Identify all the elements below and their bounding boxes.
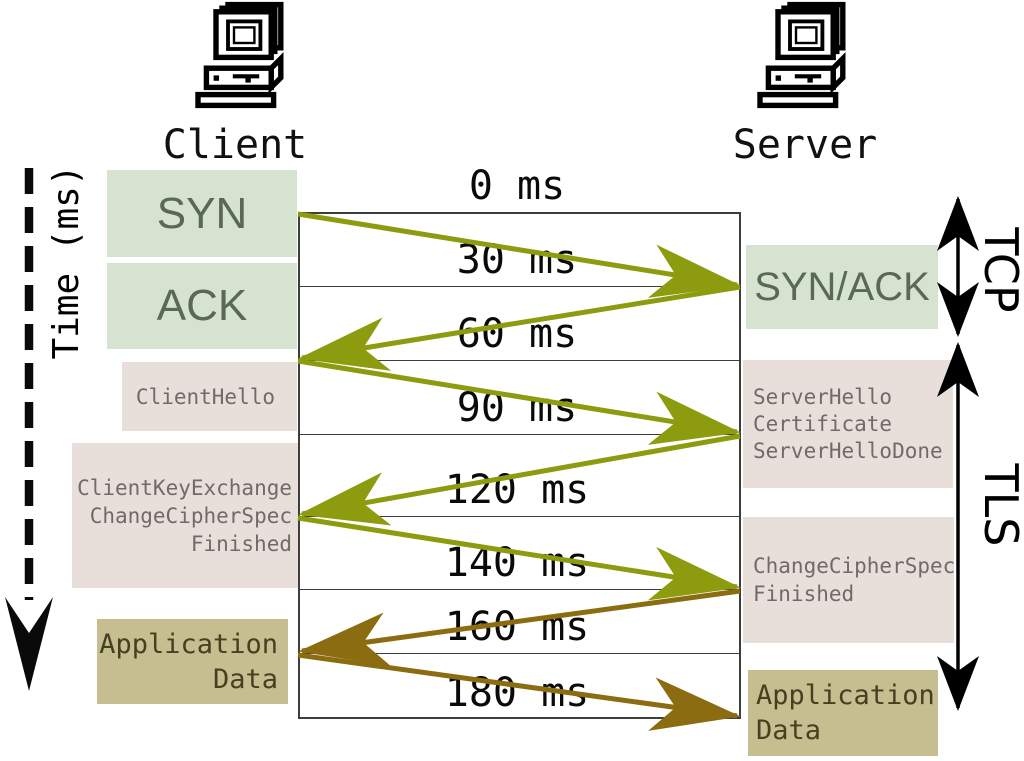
client-application-data-box: Application Data: [97, 619, 288, 704]
client-ack-box: ACK: [107, 263, 297, 349]
gridline-90ms: [300, 434, 739, 435]
gridline-60ms: [300, 360, 739, 361]
time-tick-label: 30 ms: [456, 237, 578, 283]
tls-phase-label: TLS: [974, 463, 1024, 547]
time-tick-label: 90 ms: [456, 385, 578, 431]
server-title: Server: [732, 122, 878, 168]
tcp-phase-label: TCP: [974, 227, 1024, 313]
time-tick-label: 140 ms: [444, 540, 590, 586]
time-tick-label: 160 ms: [444, 604, 590, 650]
time-tick-label: 0 ms: [468, 163, 566, 209]
server-hello-box: ServerHello Certificate ServerHelloDone: [743, 360, 953, 488]
server-syn-ack-box: SYN/ACK: [746, 245, 938, 329]
gridline-160ms: [300, 653, 739, 654]
time-tick-label: 60 ms: [456, 311, 578, 357]
gridline-30ms: [300, 286, 739, 287]
time-tick-label: 120 ms: [444, 467, 590, 513]
gridline-120ms: [300, 516, 739, 517]
client-title: Client: [162, 122, 308, 168]
client-computer-icon: [195, 1, 284, 109]
client-hello-box: ClientHello: [122, 362, 297, 431]
client-syn-box: SYN: [107, 170, 297, 257]
gridline-140ms: [300, 589, 739, 590]
server-application-data-box: Application Data: [748, 670, 938, 756]
client-key-exchange-box: ClientKeyExchange ChangeCipherSpec Finis…: [72, 443, 298, 588]
server-change-cipher-box: ChangeCipherSpec Finished: [743, 517, 955, 643]
time-tick-label: 180 ms: [444, 670, 590, 716]
time-axis-label: Time (ms): [46, 164, 87, 360]
server-computer-icon: [757, 1, 846, 109]
